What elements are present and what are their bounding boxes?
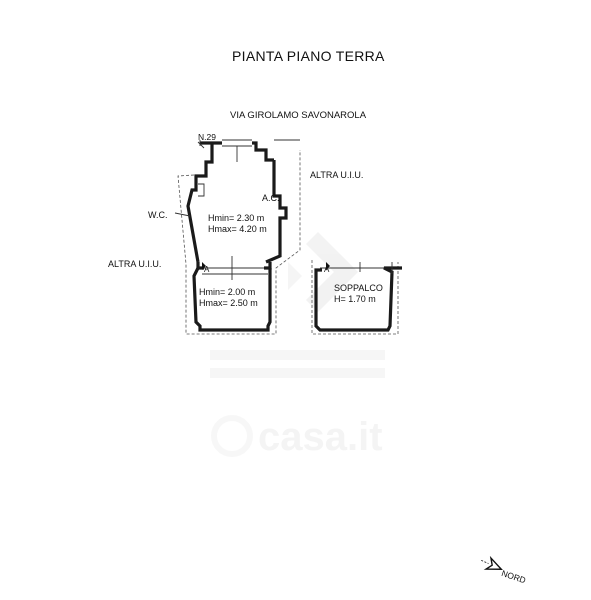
lower-room-hmin: Hmin= 2.00 m: [199, 287, 256, 297]
other-unit-left-label: ALTRA U.I.U.: [108, 259, 162, 269]
section-a-left: A: [204, 265, 210, 274]
street-label: VIA GIROLAMO SAVONAROLA: [230, 110, 367, 121]
mezzanine-label: SOPPALCO: [334, 283, 383, 293]
ac-label: A.C.: [262, 193, 280, 203]
wall-details: [174, 139, 393, 280]
mezzanine-height: H= 1.70 m: [334, 294, 376, 304]
civic-number-label: N.29: [198, 132, 216, 142]
boundary-dashed: [177, 150, 399, 335]
page-title: PIANTA PIANO TERRA: [232, 48, 385, 64]
section-markers: [202, 262, 330, 270]
section-a-right: A: [324, 265, 330, 274]
north-arrow-icon: [481, 555, 503, 570]
watermark-circle-icon: [211, 415, 253, 457]
watermark-logo: [210, 232, 385, 457]
wc-label: W.C.: [148, 210, 168, 220]
lower-room-hmax: Hmax= 2.50 m: [199, 298, 258, 308]
upper-room-hmax: Hmax= 4.20 m: [208, 224, 267, 234]
other-unit-right-label: ALTRA U.I.U.: [310, 170, 364, 180]
watermark-text: casa.it: [258, 415, 383, 459]
upper-room-hmin: Hmin= 2.30 m: [208, 213, 265, 223]
